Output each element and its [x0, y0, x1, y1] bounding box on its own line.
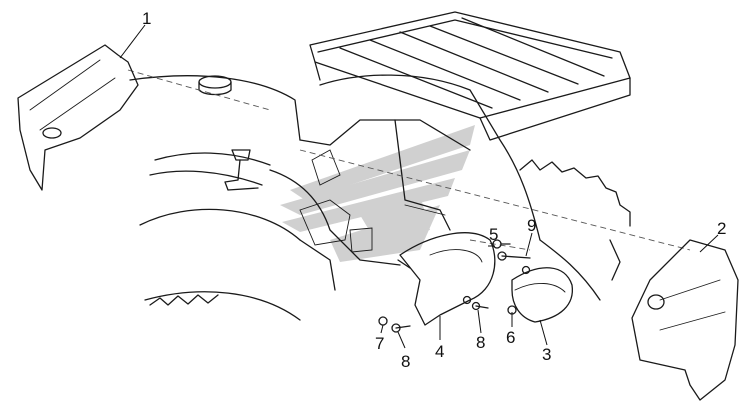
leader-lines — [119, 24, 719, 349]
assembly-lines — [127, 69, 691, 251]
part-1-left-side-cover — [17, 44, 139, 191]
callout-6: 6 — [506, 328, 515, 347]
callout-5: 5 — [489, 225, 498, 244]
callout-labels: 1 2 3 4 5 6 7 8 8 9 — [142, 9, 726, 371]
watermark-logo — [280, 125, 475, 262]
callout-2: 2 — [717, 219, 726, 238]
callout-7: 7 — [375, 334, 384, 353]
part-2-right-side-cover — [631, 239, 739, 401]
atv-body — [129, 74, 631, 321]
callout-4: 4 — [435, 342, 444, 361]
callout-3: 3 — [542, 345, 551, 364]
callout-9: 9 — [527, 216, 536, 235]
rear-rack — [309, 11, 631, 141]
part-3-cap — [511, 267, 573, 323]
callout-8a: 8 — [401, 352, 410, 371]
callout-1: 1 — [142, 9, 151, 28]
callout-8b: 8 — [476, 333, 485, 352]
